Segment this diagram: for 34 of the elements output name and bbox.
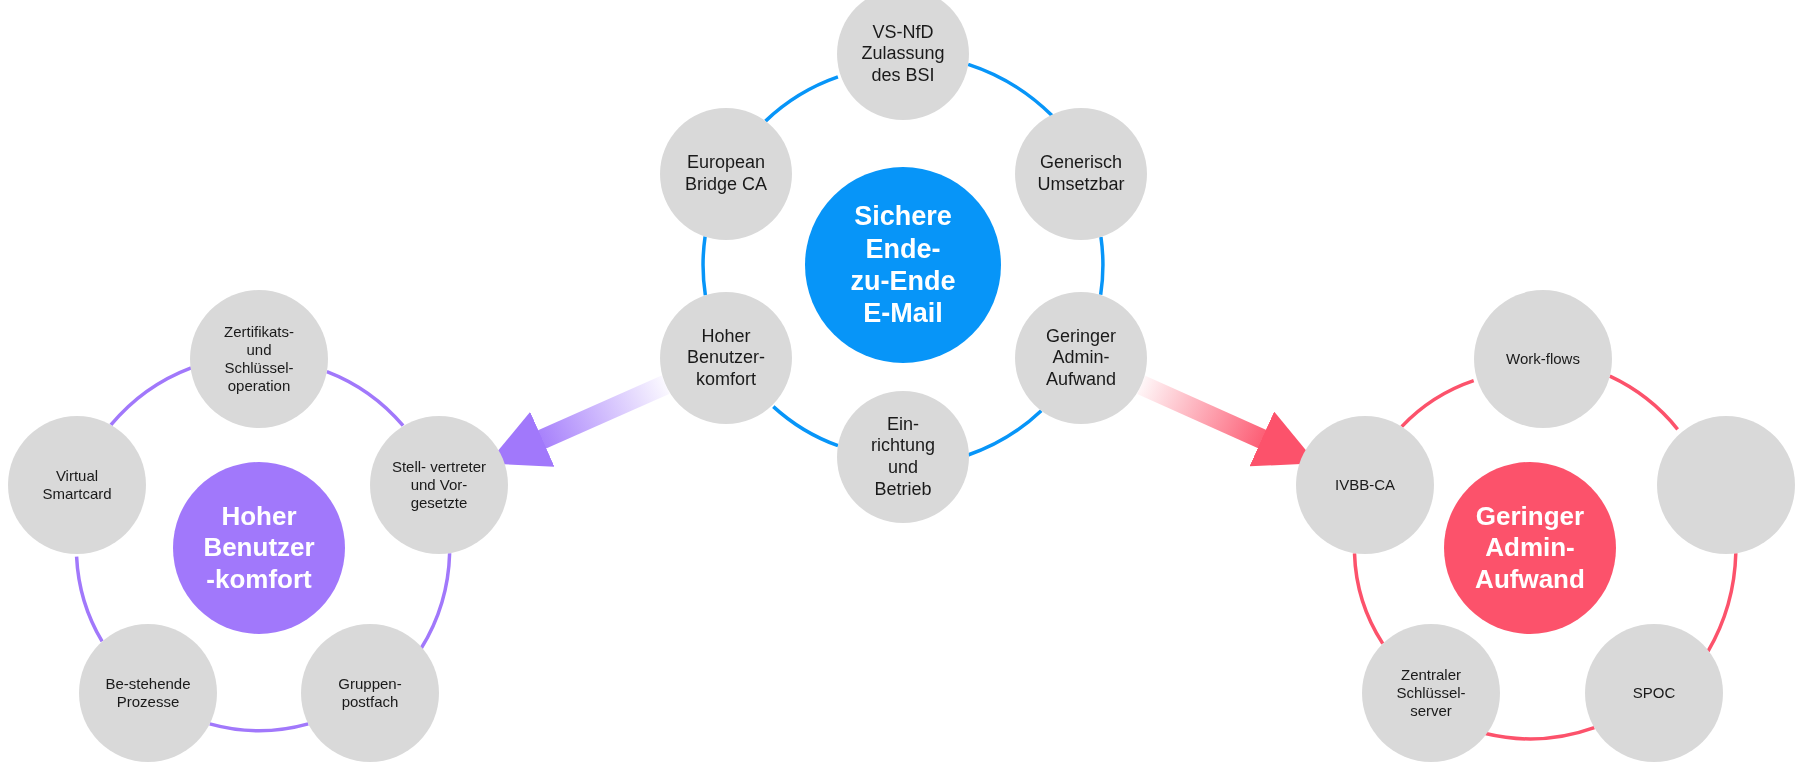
circle-label: Stell- vertreter und Vor-gesetzte: [390, 458, 488, 512]
ring-arc: [1609, 374, 1679, 431]
circle-label: Work-flows: [1506, 350, 1580, 368]
circle-label: Be-stehende Prozesse: [104, 675, 192, 711]
ring-arc: [74, 556, 104, 643]
circle-label: IVBB-CA: [1335, 476, 1395, 494]
circle-label: European Bridge CA: [683, 152, 768, 196]
ring-arc: [764, 75, 839, 123]
circle-label: Virtual Smartcard: [41, 467, 113, 503]
circle-label: Geringer Admin- Aufwand: [1044, 325, 1118, 391]
ring-arc: [967, 409, 1043, 457]
circle-label: Zertifikats- und Schlüssel- operation: [223, 323, 295, 395]
ring-arc: [1352, 553, 1385, 645]
circle-label: Sichere Ende- zu-Ende E-Mail: [849, 200, 957, 330]
circle-label: Zentraler Schlüssel- server: [1395, 666, 1467, 720]
ring-arc: [109, 366, 192, 427]
ring-arc: [326, 370, 405, 427]
circle-label: Hoher Benutzer -komfort: [202, 501, 316, 595]
circle-label: SPOC: [1632, 684, 1676, 702]
ring-arc: [1400, 378, 1475, 428]
ring-arc: [419, 553, 452, 650]
circle-label: Generisch Umsetzbar: [1036, 152, 1126, 196]
ring-arc: [772, 405, 839, 448]
circle-label: VS-NfD Zulassung des BSI: [860, 21, 946, 87]
circle-label: Hoher Benutzer- komfort: [685, 325, 766, 391]
ring-arc: [1706, 553, 1738, 653]
ring-arc: [1485, 725, 1595, 741]
circle-label: Gruppen- postfach: [337, 675, 403, 711]
ring-arc: [701, 236, 708, 296]
ring-arc: [1098, 236, 1105, 296]
ring-arc: [209, 722, 309, 733]
circle-label: Geringer Admin- Aufwand: [1474, 501, 1586, 595]
ring-arc: [967, 62, 1054, 117]
circle-label: Ein- richtung und Betrieb: [869, 413, 936, 501]
